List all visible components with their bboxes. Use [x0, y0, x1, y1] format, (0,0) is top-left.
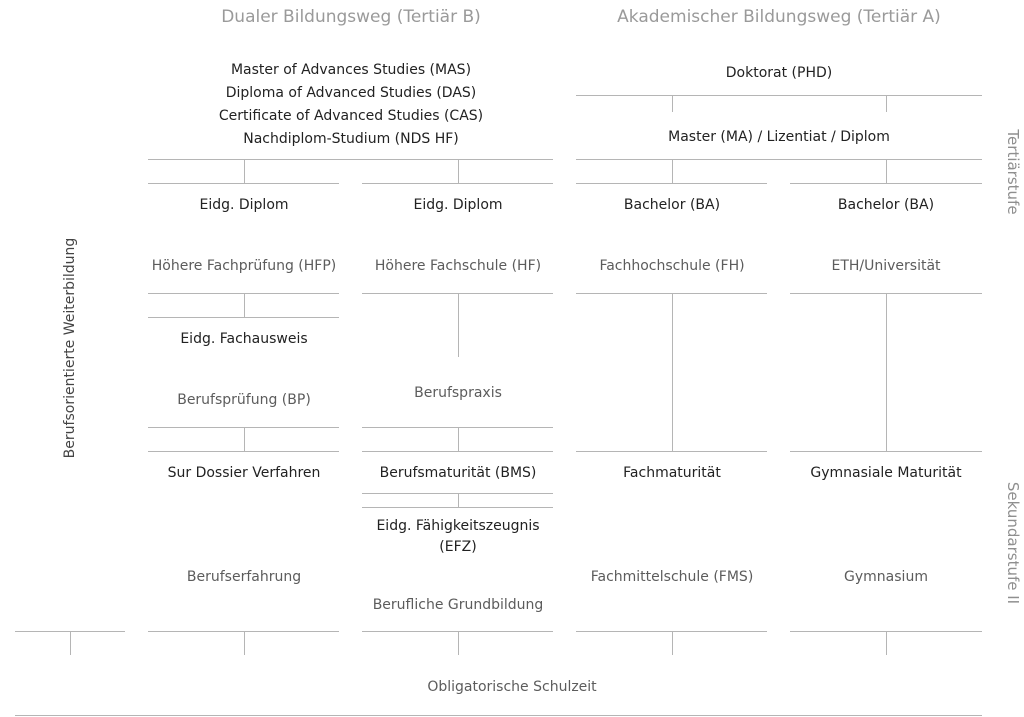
- divider-line: [576, 159, 982, 160]
- connector-line: [244, 631, 245, 655]
- divider-line: [576, 95, 982, 96]
- connector-line: [458, 427, 459, 451]
- experience-label: Berufserfahrung: [186, 569, 302, 585]
- academic-path-header: Akademischer Bildungsweg (Tertiär A): [617, 7, 941, 27]
- connector-line: [458, 493, 459, 507]
- university-label: ETH/Universität: [831, 258, 941, 274]
- gym-maturity-label: Gymnasiale Maturität: [810, 465, 962, 481]
- continuing-education-label: Berufsorientierte Weiterbildung: [62, 237, 78, 459]
- divider-line: [148, 317, 339, 318]
- connector-line: [458, 293, 459, 357]
- connector-line: [886, 293, 887, 451]
- divider-line: [362, 493, 553, 494]
- advanced-studies-list: Master of Advances Studies (MAS) Diploma…: [219, 59, 483, 151]
- efz-label: Eidg. Fähigkeitszeugnis (EFZ): [376, 516, 539, 558]
- connector-line: [672, 293, 673, 451]
- gymnasium-label: Gymnasium: [844, 569, 928, 585]
- divider-line: [362, 293, 553, 294]
- fh-label: Fachhochschule (FH): [599, 258, 745, 274]
- divider-line: [576, 451, 767, 452]
- bms-label: Berufsmaturität (BMS): [379, 465, 537, 481]
- secondary-level-label: Sekundarstufe II: [1004, 481, 1022, 605]
- practice-label: Berufspraxis: [414, 385, 502, 401]
- connector-line: [672, 95, 673, 112]
- divider-line: [148, 293, 339, 294]
- fms-label: Fachmittelschule (FMS): [590, 569, 754, 585]
- divider-line: [362, 427, 553, 428]
- dual-path-header: Dualer Bildungsweg (Tertiär B): [221, 7, 481, 27]
- connector-line: [244, 293, 245, 317]
- divider-line: [790, 183, 982, 184]
- connector-line: [70, 631, 71, 655]
- das-label: Diploma of Advanced Studies (DAS): [225, 85, 477, 101]
- bp-label: Berufsprüfung (BP): [177, 392, 311, 408]
- connector-line: [886, 631, 887, 655]
- connector-line: [244, 427, 245, 451]
- doctorate-label: Doktorat (PHD): [725, 65, 833, 81]
- divider-line: [148, 631, 339, 632]
- hfp-diploma-label: Eidg. Diplom: [199, 197, 289, 213]
- dossier-label: Sur Dossier Verfahren: [167, 465, 321, 481]
- cas-label: Certificate of Advanced Studies (CAS): [218, 108, 484, 124]
- divider-line: [148, 183, 339, 184]
- connector-line: [886, 159, 887, 183]
- divider-line: [576, 293, 767, 294]
- nds-label: Nachdiplom-Studium (NDS HF): [243, 131, 459, 147]
- connector-line: [458, 631, 459, 655]
- master-label: Master (MA) / Lizentiat / Diplom: [668, 129, 890, 145]
- basic-training-label: Berufliche Grundbildung: [372, 597, 544, 613]
- divider-line: [148, 159, 553, 160]
- divider-line: [790, 451, 982, 452]
- divider-line: [148, 427, 339, 428]
- fh-bachelor-label: Bachelor (BA): [623, 197, 721, 213]
- efz-line1: Eidg. Fähigkeitszeugnis: [376, 518, 540, 534]
- divider-line: [362, 451, 553, 452]
- divider-line: [15, 715, 982, 716]
- compulsory-school-label: Obligatorische Schulzeit: [427, 679, 597, 695]
- efz-line2: (EFZ): [439, 539, 477, 555]
- tertiary-level-label: Tertiärstufe: [1004, 129, 1022, 215]
- uni-bachelor-label: Bachelor (BA): [837, 197, 935, 213]
- hfp-label: Höhere Fachprüfung (HFP): [151, 258, 337, 274]
- connector-line: [244, 159, 245, 183]
- connector-line: [458, 159, 459, 183]
- divider-line: [362, 183, 553, 184]
- mas-label: Master of Advances Studies (MAS): [230, 62, 472, 78]
- divider-line: [576, 183, 767, 184]
- connector-line: [886, 95, 887, 112]
- hf-label: Höhere Fachschule (HF): [374, 258, 542, 274]
- connector-line: [672, 631, 673, 655]
- fachausweis-label: Eidg. Fachausweis: [180, 331, 308, 347]
- fachmaturitaet-label: Fachmaturität: [623, 465, 721, 481]
- divider-line: [148, 451, 339, 452]
- divider-line: [362, 631, 553, 632]
- divider-line: [576, 631, 767, 632]
- divider-line: [362, 507, 553, 508]
- connector-line: [672, 159, 673, 183]
- hf-diploma-label: Eidg. Diplom: [413, 197, 503, 213]
